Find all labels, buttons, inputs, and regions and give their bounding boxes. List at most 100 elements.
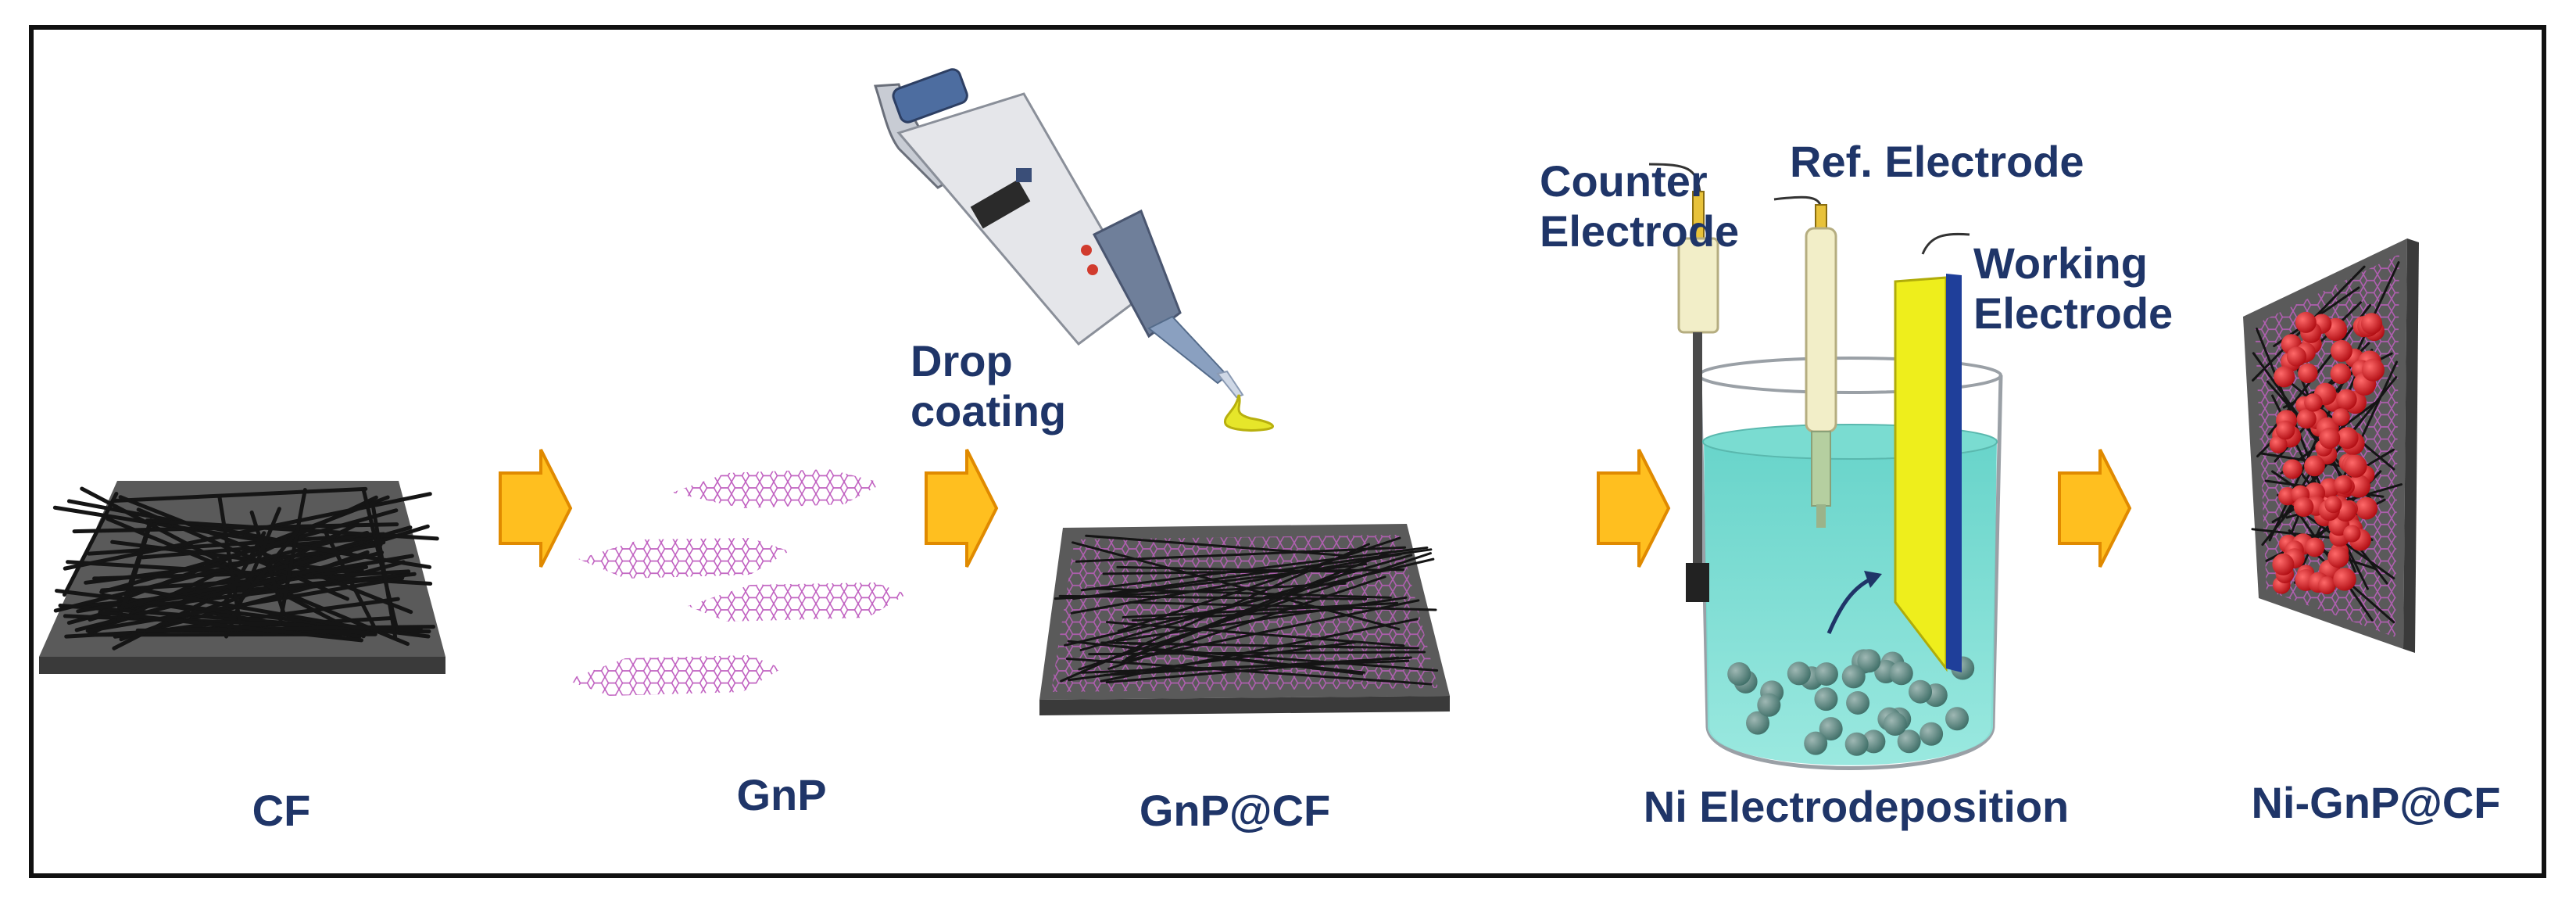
ion-particle (1889, 661, 1913, 686)
ni-particle (2330, 363, 2352, 385)
ni-particle (2286, 346, 2307, 367)
fiber (217, 494, 242, 625)
fiber (1068, 640, 1357, 682)
fiber (1070, 553, 1402, 615)
process-arrow-icon (499, 449, 573, 568)
counter-line2: Electrode (1540, 206, 1740, 256)
ion-particle (1919, 722, 1944, 746)
fiber (1102, 568, 1405, 575)
ion-particle (1814, 687, 1838, 711)
ni-particle (2360, 313, 2383, 335)
ion-particle (1846, 690, 1870, 715)
ni-ion-particles (1727, 649, 1975, 756)
fiber (224, 507, 281, 639)
graphene-flake (688, 582, 907, 622)
fiber (1121, 645, 1364, 676)
drop-line2: coating (911, 386, 1067, 436)
fiber (371, 506, 398, 639)
working-line2: Electrode (1973, 289, 2174, 339)
fiber (145, 518, 439, 541)
ni-particle (2332, 408, 2350, 426)
ion-particle (1844, 732, 1869, 756)
ref-electrode (1773, 195, 1837, 528)
ni-particle (2269, 435, 2288, 453)
ni-particle (2319, 428, 2341, 450)
fiber (145, 625, 436, 633)
counter-line1: Counter (1540, 156, 1708, 206)
ion-particle (1814, 662, 1838, 686)
label-cf: CF (252, 786, 311, 835)
counter-electrode (1648, 163, 1719, 602)
ni-particle (2334, 475, 2352, 494)
graphene-flake (567, 655, 782, 696)
ni-particle (2344, 454, 2367, 478)
carbon-fiber-mat (39, 481, 445, 674)
fiber (1125, 550, 1393, 660)
fiber (1064, 557, 1435, 647)
fiber (1117, 536, 1401, 633)
fiber (1088, 651, 1426, 656)
ni-particle (2347, 475, 2371, 498)
ion-particle (1909, 679, 1933, 704)
ni-particle (2361, 358, 2385, 382)
label-working-electrode: Working Electrode (1973, 238, 2173, 339)
drop-line1: Drop (911, 336, 1013, 385)
fiber (1085, 534, 1348, 557)
label-counter-electrode: Counter Electrode (1540, 156, 1739, 257)
ion-particle (1841, 665, 1866, 689)
ni-particle (2327, 546, 2349, 568)
graphene-flakes (567, 469, 907, 696)
fiber (1100, 563, 1368, 597)
ion-particle (1727, 661, 1751, 686)
label-ref-electrode: Ref. Electrode (1790, 137, 2084, 186)
ion-particle (1945, 707, 1970, 731)
ni-particle (2272, 553, 2295, 575)
ni-particle (2298, 363, 2318, 384)
label-ni-electrodeposition: Ni Electrodeposition (1643, 782, 2070, 831)
ion-particle (1897, 729, 1921, 754)
fiber (249, 510, 286, 616)
ion-particle (1757, 693, 1781, 717)
graphene-flake (672, 469, 883, 508)
ni-particle (2296, 409, 2317, 429)
process-arrow-icon (1597, 449, 1671, 568)
ni-particle (2275, 420, 2295, 440)
ni-particle (2343, 525, 2361, 543)
fiber (1060, 543, 1370, 683)
process-arrow-icon (925, 449, 999, 568)
fiber (99, 508, 399, 594)
label-ni-gnp-cf: Ni-GnP@CF (2251, 778, 2501, 827)
ni-particle (2282, 459, 2302, 479)
fiber (138, 588, 365, 631)
fiber (238, 529, 300, 604)
fiber (85, 576, 405, 633)
ni-particle (2317, 576, 2336, 595)
fiber (1122, 599, 1420, 662)
ni-particle (2324, 496, 2342, 514)
ni-particle (2293, 496, 2314, 518)
fiber (323, 529, 379, 634)
graphene-flake (578, 538, 789, 579)
working-line1: Working (1973, 238, 2148, 288)
fiber (66, 560, 433, 586)
gnp-cf-mat (1039, 524, 1450, 715)
ni-particle (2336, 427, 2359, 450)
ni-particle (2304, 393, 2323, 412)
ion-particle (1787, 661, 1811, 686)
ion-particle (1819, 717, 1843, 741)
ion-particle (1857, 649, 1881, 673)
deposition-arrow-icon (1826, 571, 1882, 634)
fiber (110, 486, 368, 504)
label-drop-coating: Drop coating (911, 336, 1066, 437)
cf-fibers (52, 486, 439, 651)
fiber (116, 518, 153, 622)
ni-particle (2305, 537, 2325, 557)
ni-particle (2336, 389, 2357, 410)
ni-gnp-cf-mat (2243, 238, 2419, 653)
process-arrow-icon (2058, 449, 2132, 568)
ni-particle (2295, 311, 2317, 333)
ni-particle (2355, 496, 2378, 520)
label-gnp: GnP (736, 770, 827, 819)
